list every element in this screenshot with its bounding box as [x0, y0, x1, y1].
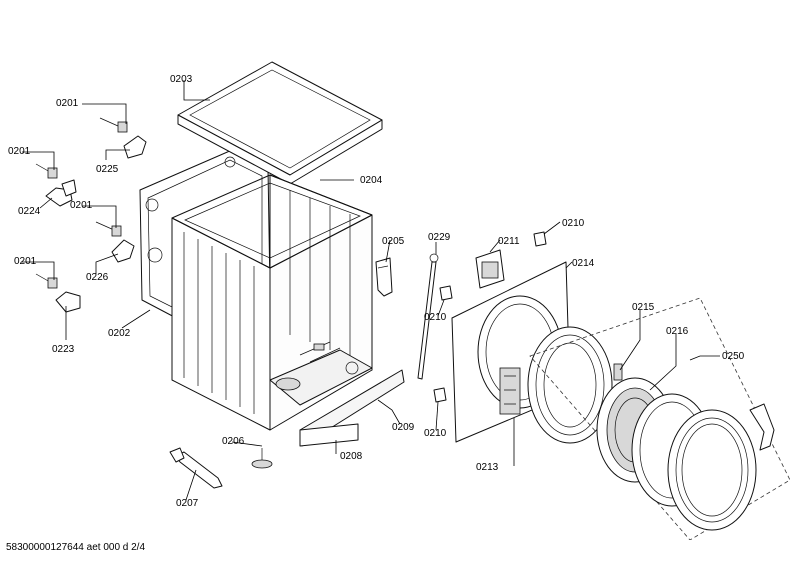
screw-0201-c: [95, 221, 122, 237]
label-0211: 0211: [498, 236, 520, 247]
leader-lines: [22, 80, 720, 501]
label-0201-b: 0201: [8, 146, 31, 157]
label-0250: 0250: [722, 351, 745, 362]
foot-0226: [111, 239, 135, 263]
label-0226: 0226: [86, 272, 109, 283]
screw-0201-a: [99, 117, 128, 133]
bracket-0205: [375, 257, 393, 297]
clip-0210-bottom: [433, 387, 447, 403]
label-0224: 0224: [18, 206, 41, 217]
exploded-parts-diagram: 0201 0225 0201 0224 0201 0226 0201 0223 …: [8, 61, 791, 540]
label-0214: 0214: [572, 258, 595, 269]
label-0225: 0225: [96, 164, 119, 175]
foot-0206: [251, 448, 273, 469]
cabinet-frame-0204: [171, 174, 373, 431]
label-0209: 0209: [392, 422, 415, 433]
label-0201-d: 0201: [14, 256, 37, 267]
screw-0201-b: [35, 163, 58, 179]
drawing-reference: 58300000127644 aet 000 d 2/4: [6, 542, 146, 553]
door-ring-outer: [667, 409, 757, 531]
foot-0225: [123, 135, 147, 159]
label-0210-bottom: 0210: [424, 428, 447, 439]
door-seal-0215: [527, 326, 623, 444]
clip-0210-top: [533, 231, 547, 247]
door-group-0250-outline: [529, 297, 791, 540]
label-0223: 0223: [52, 344, 75, 355]
label-0208: 0208: [340, 451, 363, 462]
rod-0229: [417, 253, 439, 380]
label-0213: 0213: [476, 462, 499, 473]
spanner-0207: [169, 447, 223, 489]
label-0203: 0203: [170, 74, 193, 85]
lock-0211: [475, 249, 505, 289]
door-handle: [749, 403, 775, 451]
foot-0224: [45, 179, 77, 207]
label-0201-c: 0201: [70, 200, 93, 211]
label-0229: 0229: [428, 232, 451, 243]
foot-0223: [55, 291, 81, 313]
clip-0210-mid: [439, 285, 453, 301]
label-0210-mid: 0210: [424, 312, 447, 323]
plinth-0208: [299, 369, 405, 447]
label-0201-a: 0201: [56, 98, 79, 109]
label-0206: 0206: [222, 436, 245, 447]
label-0207: 0207: [176, 498, 199, 509]
label-0204: 0204: [360, 175, 383, 186]
label-0205: 0205: [382, 236, 405, 247]
top-cover-0203: [177, 61, 383, 185]
label-0210-top: 0210: [562, 218, 585, 229]
label-0202: 0202: [108, 328, 131, 339]
label-0215: 0215: [632, 302, 655, 313]
screw-0201-d: [35, 273, 58, 289]
label-0216: 0216: [666, 326, 689, 337]
